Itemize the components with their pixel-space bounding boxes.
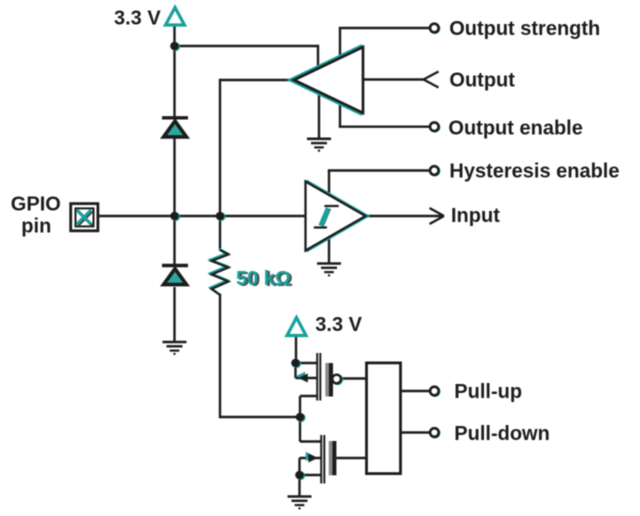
svg-text:Pull-up: Pull-up [454,381,522,403]
svg-text:Output strength: Output strength [449,18,600,40]
svg-text:Hysteresis enable: Hysteresis enable [449,160,619,182]
svg-text:Output enable: Output enable [448,117,582,139]
svg-text:Pull-down: Pull-down [454,423,550,445]
svg-text:Output: Output [449,70,515,92]
svg-text:50 kΩ: 50 kΩ [238,269,293,291]
svg-text:pin: pin [21,215,51,237]
svg-text:50 kΩ: 50 kΩ [236,268,291,290]
svg-text:GPIO: GPIO [11,193,61,215]
svg-text:Input: Input [451,205,500,227]
svg-text:3.3 V: 3.3 V [114,8,161,30]
svg-text:3.3 V: 3.3 V [315,314,362,336]
